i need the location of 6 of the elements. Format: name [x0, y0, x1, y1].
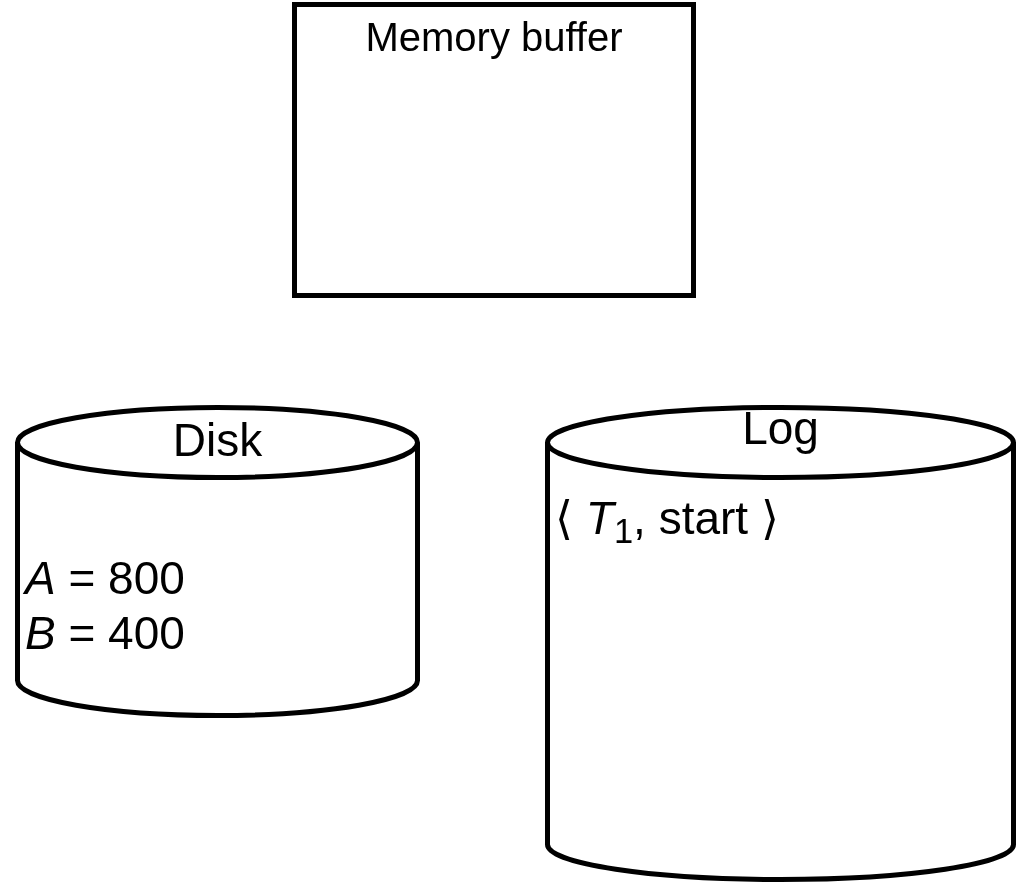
memory-buffer-box — [292, 2, 696, 298]
node-value: ⟨ T$_{1}$, start ⟩ — [555, 495, 779, 541]
node-title: Memory buffer — [364, 17, 624, 57]
node-value: B = 400 — [25, 610, 185, 656]
node-title: Disk — [171, 417, 264, 463]
node-value: A = 800 — [25, 555, 185, 601]
